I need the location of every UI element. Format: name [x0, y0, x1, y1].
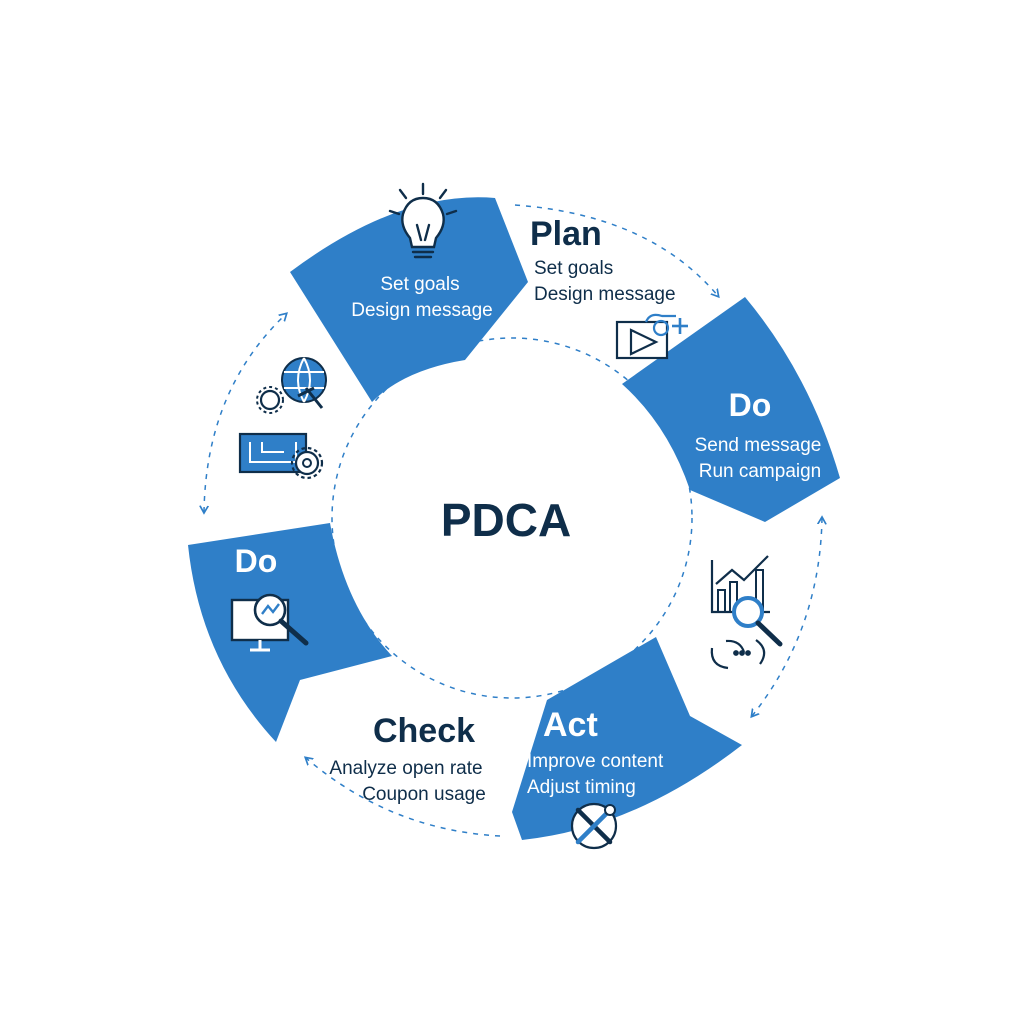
blueprint-gear-icon — [238, 432, 324, 480]
connector-do-plan — [204, 314, 286, 512]
monitor-magnifier-icon — [230, 593, 309, 652]
inner-dashed-circle — [331, 337, 693, 699]
chart-magnifier-icon — [710, 555, 783, 647]
plan-line-1: Set goals — [534, 258, 613, 279]
center-label: PDCA — [441, 494, 571, 546]
act-line-2: Adjust timing — [527, 777, 636, 798]
segment-act — [512, 637, 742, 840]
check-title: Check — [373, 712, 475, 750]
segment-plan — [290, 197, 528, 402]
plan-line-2: Design message — [534, 284, 676, 305]
do-right-line-1: Send message — [695, 435, 822, 456]
act-line-1: Improve content — [527, 751, 664, 772]
globe-gear-icon — [256, 357, 327, 414]
do-right-line-2: Run campaign — [699, 461, 822, 482]
check-line-1: Analyze open rate — [329, 758, 482, 779]
lightbulb-icon — [388, 182, 458, 259]
connector-do-act — [752, 518, 822, 716]
connector-plan-do — [514, 204, 718, 296]
segment-do-right — [622, 297, 840, 522]
plan-title: Plan — [530, 215, 602, 253]
send-message-icon — [615, 313, 688, 360]
cycle-icon — [710, 639, 766, 670]
plan-inner-line-2: Design message — [351, 300, 493, 321]
connector-act-check — [306, 758, 501, 837]
plan-inner-line-1: Set goals — [380, 274, 459, 295]
act-title: Act — [543, 706, 598, 744]
do-left-title: Do — [235, 543, 278, 579]
segment-do-left — [188, 523, 392, 742]
check-line-2: Coupon usage — [362, 784, 486, 805]
do-right-title: Do — [729, 387, 772, 423]
tools-icon — [570, 802, 618, 850]
